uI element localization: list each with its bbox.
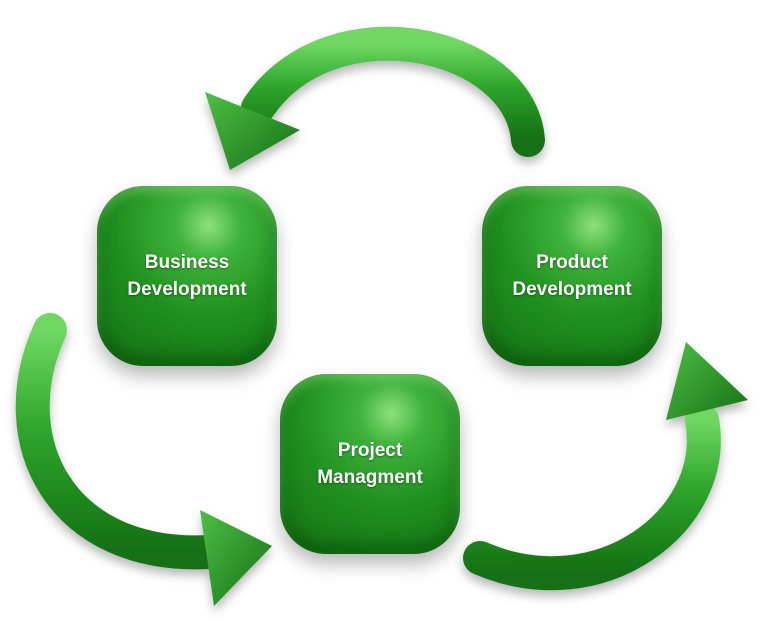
node-label-line: Product <box>536 252 608 273</box>
node-label-line: Development <box>512 279 632 300</box>
node-label: Product Development <box>492 249 652 303</box>
node-project-managment: Project Managment <box>280 374 460 554</box>
node-label: Project Managment <box>290 437 450 491</box>
arrow-left <box>15 313 272 606</box>
node-label-line: Business <box>144 252 230 273</box>
arrow-right <box>463 342 748 591</box>
node-business-development: Business Development <box>97 186 277 366</box>
node-product-development: Product Development <box>482 186 662 366</box>
node-label-line: Managment <box>317 467 423 488</box>
node-label-line: Development <box>127 279 247 300</box>
node-label: Business Development <box>107 249 267 303</box>
node-label-line: Project <box>337 440 403 461</box>
arrow-top <box>205 26 545 170</box>
